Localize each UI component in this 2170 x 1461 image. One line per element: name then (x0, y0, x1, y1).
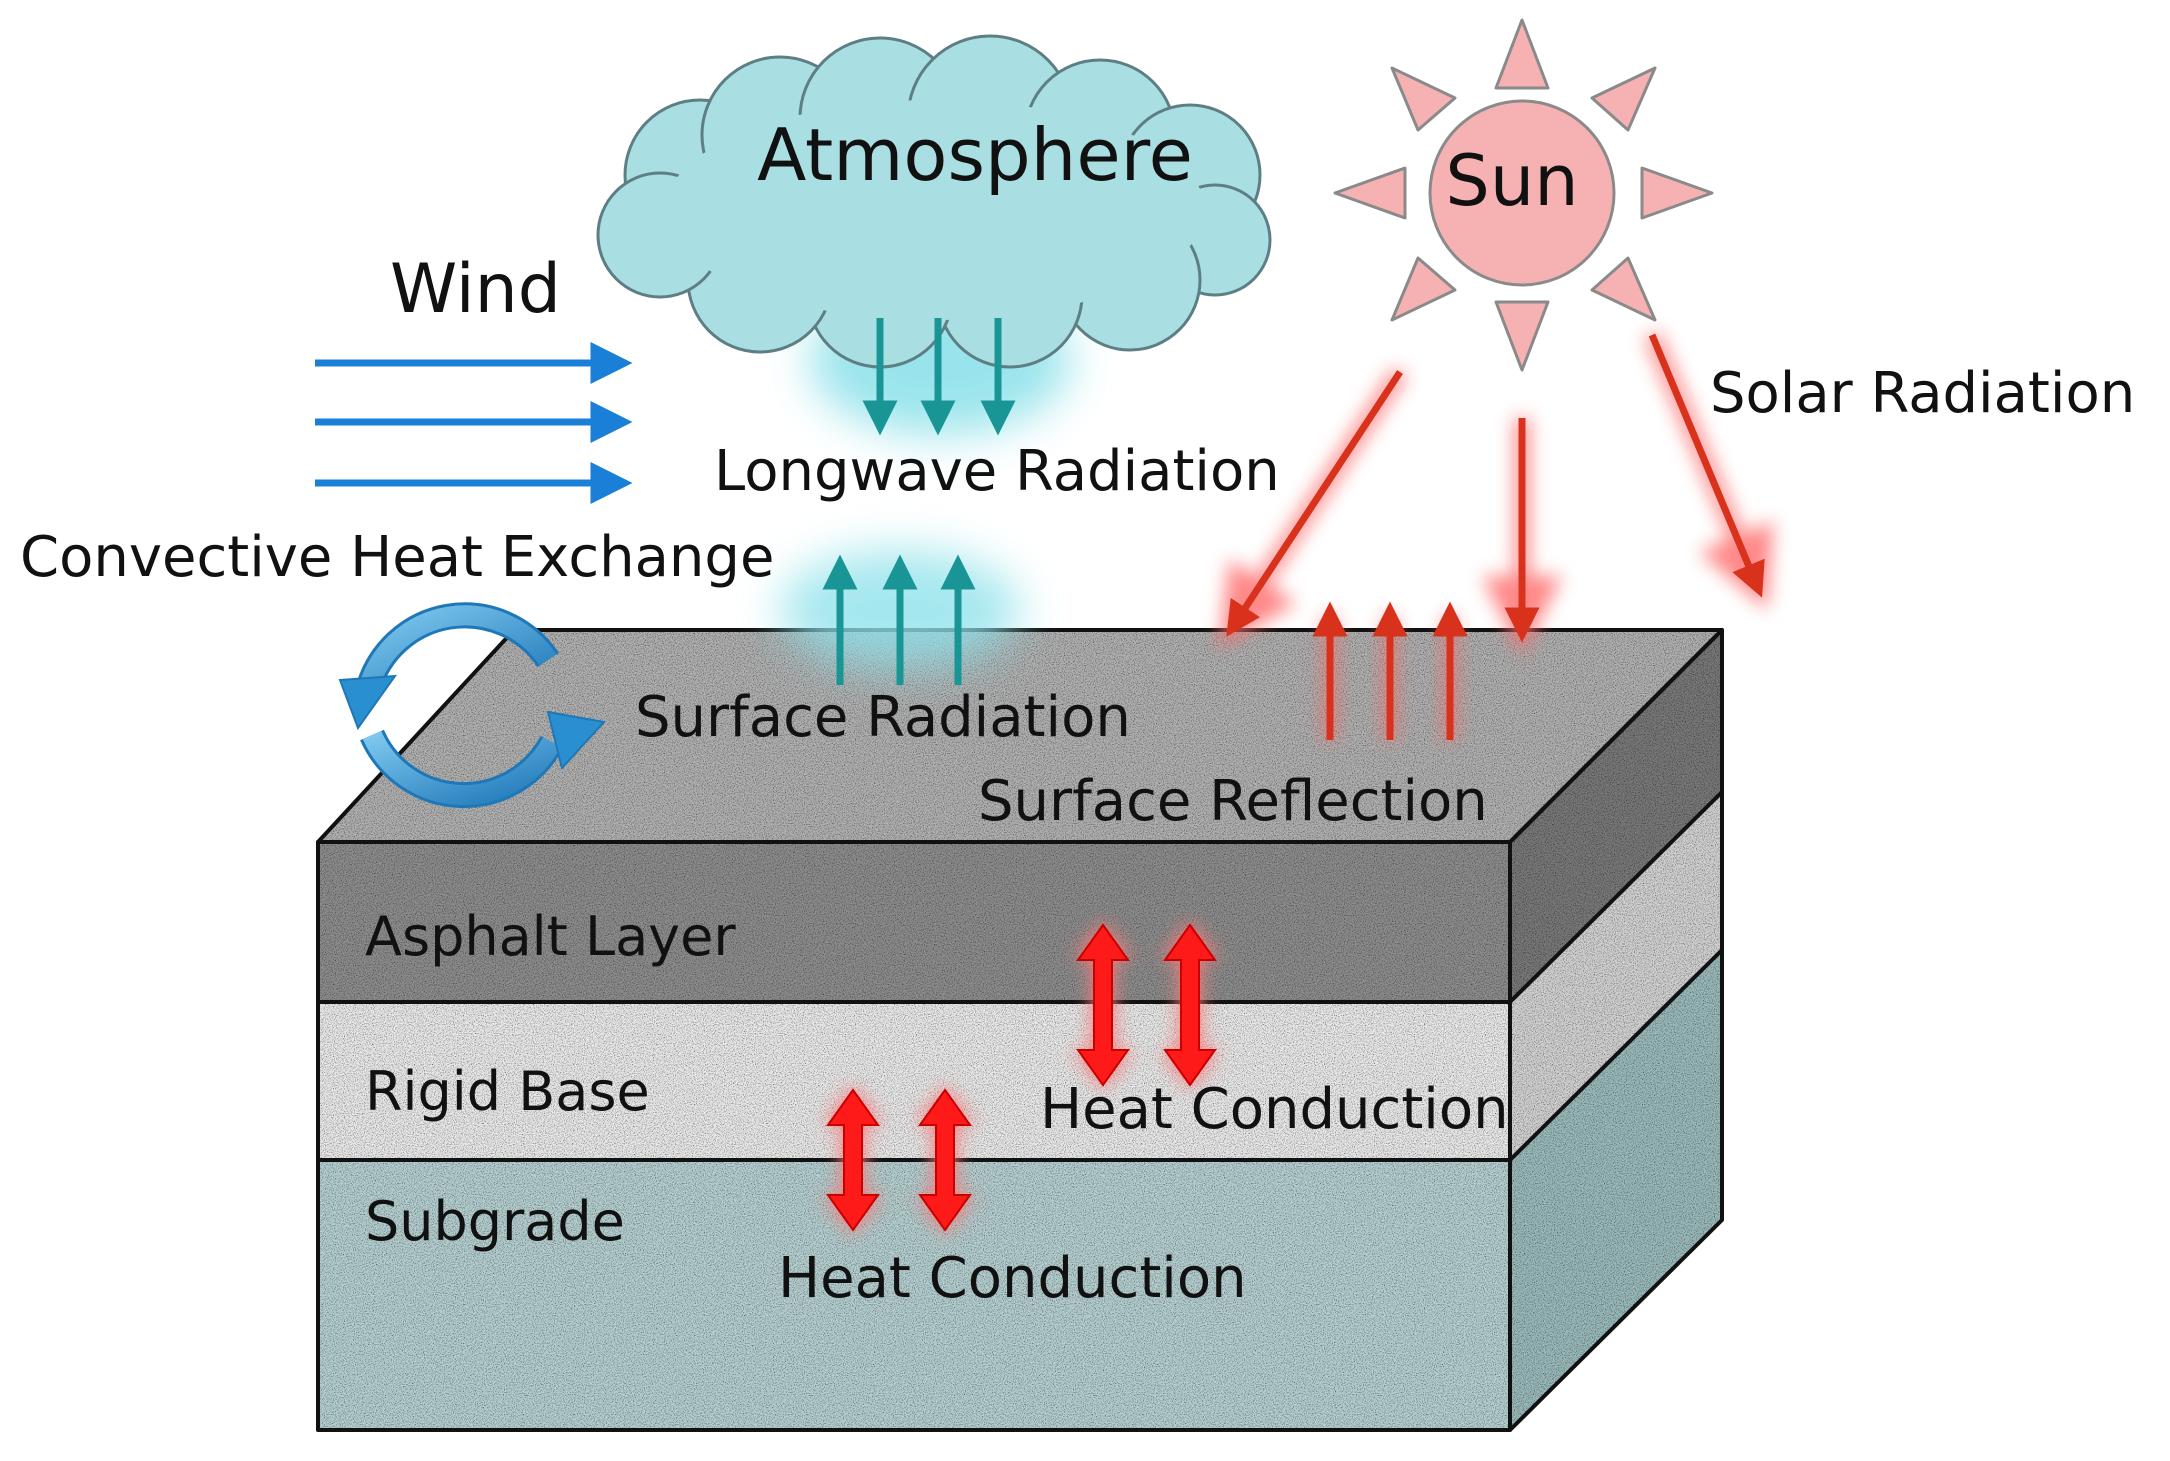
solar-radiation-arrows-glow (1218, 331, 1774, 656)
solar-radiation-arrows (1226, 333, 1765, 643)
sun-label: Sun (1445, 140, 1578, 222)
surface-radiation-label: Surface Radiation (635, 685, 1131, 750)
longwave-radiation-arrows (862, 318, 1016, 436)
subgrade-side (1510, 950, 1722, 1430)
rigid-base-label: Rigid Base (365, 1060, 650, 1123)
heat-conduction-lower-label: Heat Conduction (778, 1246, 1247, 1311)
asphalt-layer-front (318, 842, 1510, 1002)
conduction-arrow-upper-1 (1076, 923, 1130, 1087)
asphalt-layer-side (1510, 630, 1722, 1002)
convective-heat-exchange-label: Convective Heat Exchange (20, 525, 774, 590)
subgrade-front (318, 1160, 1510, 1430)
heat-conduction-arrows-upper (1073, 920, 1220, 1090)
circular-arrows-icon (338, 602, 606, 809)
longwave-radiation-label: Longwave Radiation (714, 439, 1280, 504)
solar-arrow-right (1648, 333, 1765, 598)
surface-reflection-arrows (1312, 601, 1468, 740)
surface-reflection-label: Surface Reflection (978, 769, 1488, 834)
sun-icon (1333, 18, 1714, 372)
asphalt-top-surface (318, 630, 1722, 842)
wind-label: Wind (390, 250, 561, 329)
atmosphere-label: Atmosphere (757, 113, 1193, 197)
heat-conduction-arrows-lower (823, 1085, 975, 1235)
conduction-arrow-upper-2 (1163, 923, 1217, 1087)
rigid-base-side (1510, 792, 1722, 1160)
heat-conduction-upper-label: Heat Conduction (1040, 1077, 1509, 1142)
pavement-block (316, 628, 1724, 1432)
conduction-arrow-lower-2 (918, 1088, 972, 1232)
surface-radiation-arrows (822, 554, 976, 685)
solar-radiation-label: Solar Radiation (1710, 361, 2135, 426)
wind-arrows (315, 342, 633, 504)
conduction-arrow-lower-1 (826, 1088, 880, 1232)
subgrade-label: Subgrade (365, 1190, 625, 1253)
rigid-base-front (318, 1002, 1510, 1160)
cloud-icon (596, 34, 1272, 435)
solar-arrow-left (1226, 370, 1403, 637)
asphalt-layer-label: Asphalt Layer (365, 905, 736, 968)
